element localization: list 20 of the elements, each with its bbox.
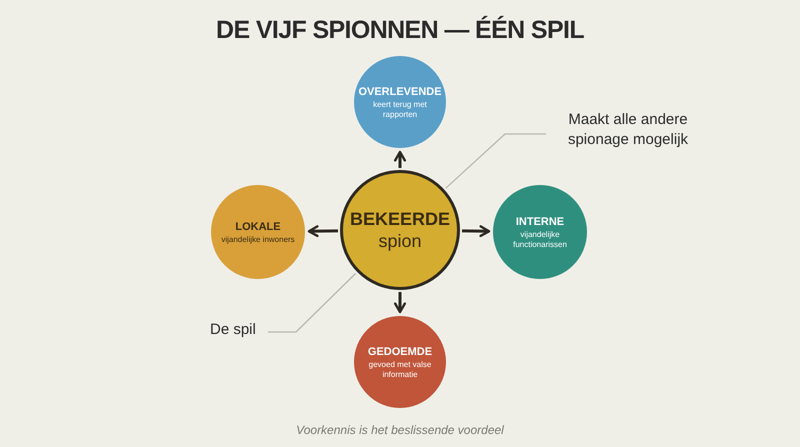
arrow <box>394 150 406 168</box>
circle-description: vijandelijke inwoners <box>221 234 295 244</box>
leader-line <box>445 133 546 189</box>
circle-heading: LOKALE <box>235 220 281 234</box>
title: DE VIJF SPIONNEN — ÉÉN SPIL <box>215 14 585 46</box>
circle-description: keert terug met rapporten <box>372 100 428 120</box>
circle-heading: OVERLEVENDE <box>358 84 442 98</box>
circle-heading: BEKEERDE <box>350 208 450 230</box>
caption: Voorkennis is het beslissende voordeel <box>295 422 505 439</box>
arrow <box>462 225 490 238</box>
circle-heading: GEDOEMDE <box>368 344 432 358</box>
circle-description: vijandelijke functionarissen <box>512 230 568 250</box>
circle-description: gevoed met valse informatie <box>368 360 432 380</box>
callout-text: De spil <box>210 320 266 340</box>
leader-line <box>268 272 356 333</box>
circle-heading: INTERNE <box>516 214 564 228</box>
arrow <box>308 225 338 238</box>
circle-description: spion <box>378 230 422 252</box>
callout-text: Maakt alle andere spionage mogelijk <box>548 110 708 150</box>
arrow <box>394 292 406 314</box>
